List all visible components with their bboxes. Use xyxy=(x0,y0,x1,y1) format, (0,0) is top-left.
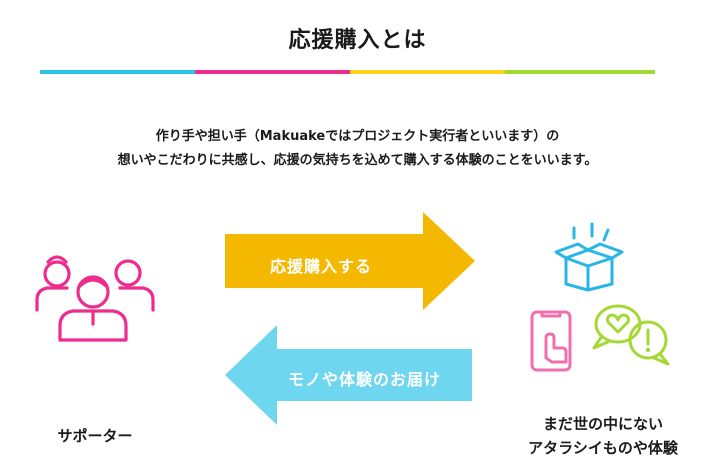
experience-label-line-1: まだ世の中にない xyxy=(542,415,663,433)
exclamation-speech-bubble-icon xyxy=(628,320,670,366)
support-purchase-label: 応援購入する xyxy=(270,257,373,276)
description: 作り手や担い手（Makuakeではプロジェクト実行者といいます）の 想いやこだわ… xyxy=(0,125,715,173)
accent-bar-green xyxy=(505,70,655,74)
description-line-1: 作り手や担い手（Makuakeではプロジェクト実行者といいます）の xyxy=(155,129,560,144)
accent-bar-cyan xyxy=(40,70,195,74)
experience-label-line-2: アタラシイものや体験 xyxy=(528,439,678,457)
supporter-label: サポーター xyxy=(57,427,133,445)
accent-bar-magenta xyxy=(195,70,350,74)
page-title: 応援購入とは xyxy=(288,28,427,53)
support-purchase-arrow xyxy=(225,212,475,310)
accent-bar-yellow xyxy=(350,70,505,74)
experience-label: まだ世の中にない アタラシイものや体験 xyxy=(508,412,698,460)
delivery-arrow xyxy=(225,325,472,425)
description-line-2: 想いやこだわりに共感し、応援の気持ちを込めて購入する体験のことをいいます。 xyxy=(117,153,598,168)
smartphone-tap-icon xyxy=(530,310,572,372)
people-group-icon xyxy=(35,255,155,342)
gift-box-icon xyxy=(554,222,624,292)
delivery-label: モノや体験のお届け xyxy=(288,370,442,389)
